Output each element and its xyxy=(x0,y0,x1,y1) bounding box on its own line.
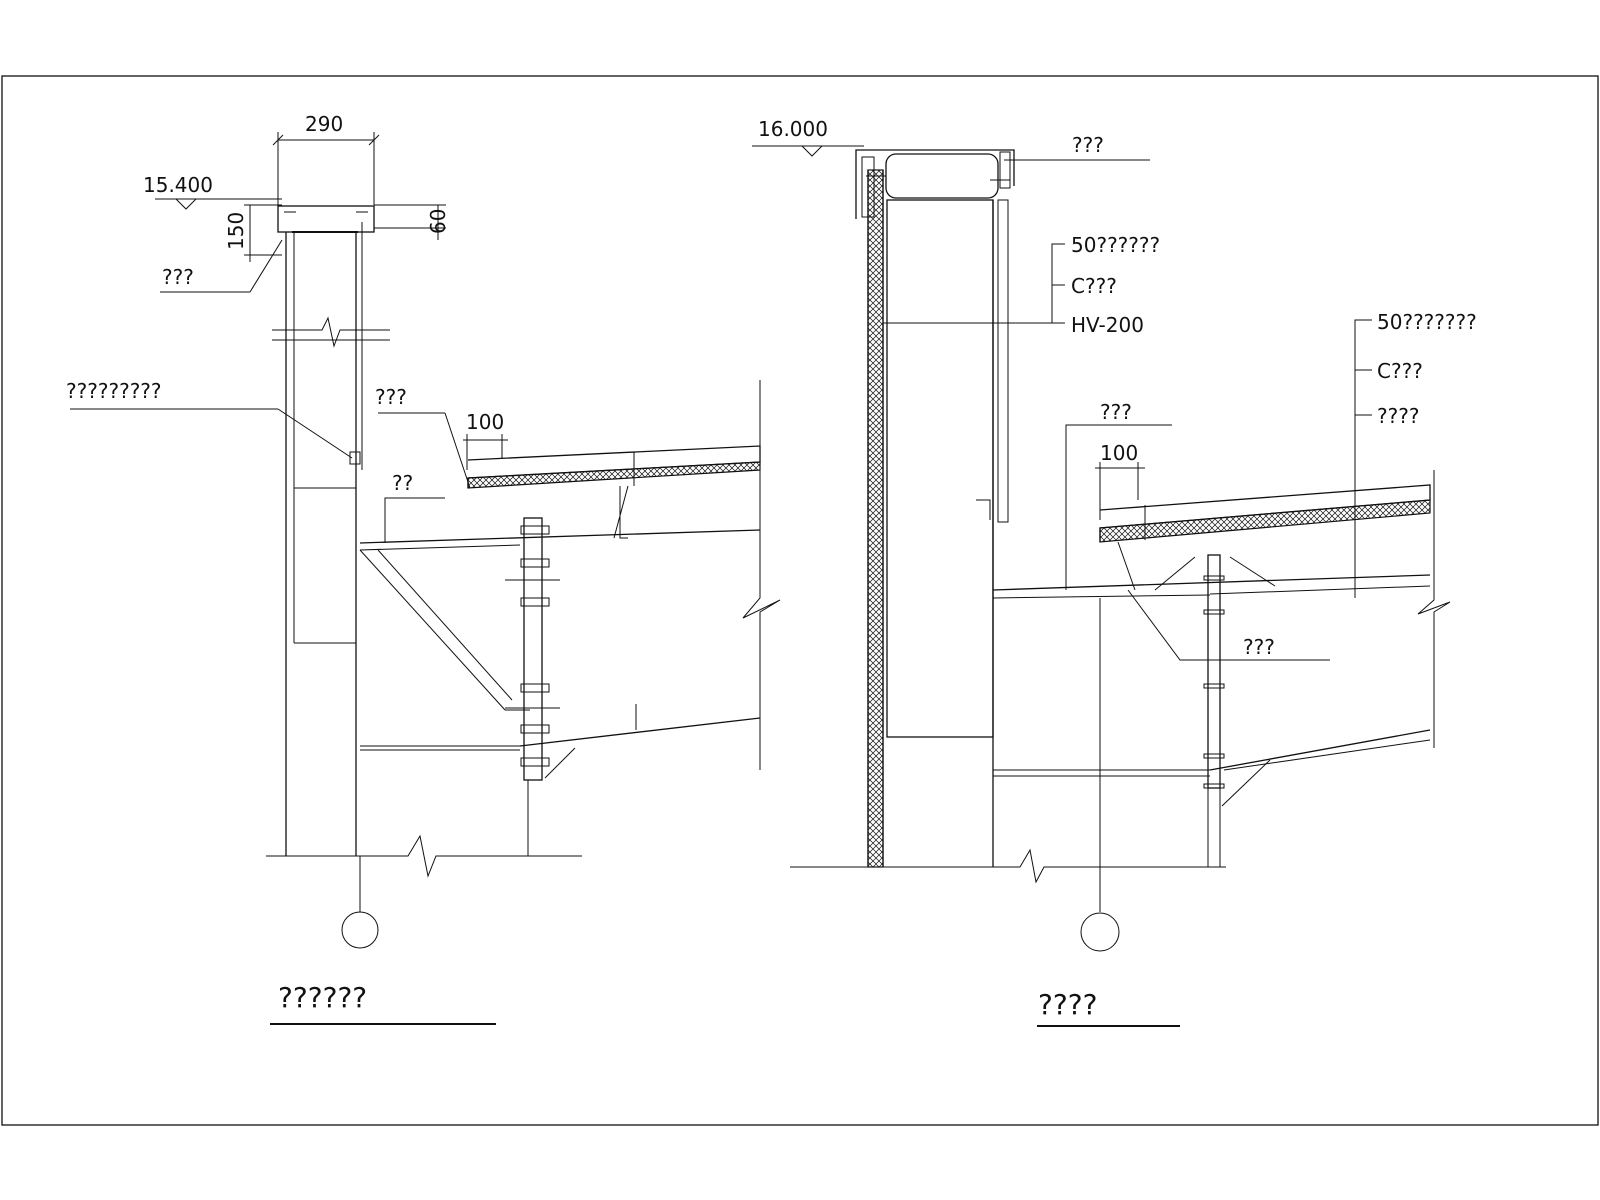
dimension-60: 60 xyxy=(374,204,450,240)
parapet-cap-left xyxy=(277,205,375,233)
right-gutter-label: ??? xyxy=(1100,400,1132,424)
roof-layer-1: 50??????? xyxy=(1377,310,1477,334)
dim-290-text: 290 xyxy=(305,112,343,136)
elevation-marker-right: 16.000 xyxy=(752,117,864,157)
grid-axis-bubble-right xyxy=(1080,912,1120,952)
elevation-right-text: 16.000 xyxy=(758,117,828,141)
roof-panel-left xyxy=(467,445,761,539)
dimension-100-right: 100 xyxy=(1095,441,1145,520)
roof-layer-3: ???? xyxy=(1377,404,1419,428)
left-long-label: ????????? xyxy=(66,379,162,403)
parapet-column-left xyxy=(272,222,390,856)
dim-60-text: 60 xyxy=(426,209,450,234)
sheet-border xyxy=(1,75,1599,1126)
right-detail: 16.000 ??? xyxy=(752,117,1477,1027)
rafter-beam-left xyxy=(359,529,761,779)
elevation-marker-left: 15.400 xyxy=(143,173,282,210)
dimension-290: 290 xyxy=(272,112,380,205)
roof-layer-2: C??? xyxy=(1377,359,1423,383)
dim-100-right-text: 100 xyxy=(1100,441,1138,465)
left-cap-label: ??? xyxy=(162,265,194,289)
end-plate-right xyxy=(1203,554,1225,867)
dim-150-text: 150 xyxy=(224,212,248,250)
bolts-left xyxy=(520,525,550,767)
wall-layer-labels: 50?????? C??? HV-200 xyxy=(883,233,1160,337)
wall-layer-3: HV-200 xyxy=(1071,313,1144,337)
dimension-150: 150 xyxy=(224,204,282,262)
right-top-label: ??? xyxy=(1072,133,1104,157)
parapet-column-right xyxy=(886,199,1009,867)
roof-panel-right xyxy=(1099,484,1431,591)
dimension-100-left: 100 xyxy=(463,410,508,470)
left-detail-title: ?????? xyxy=(278,981,367,1014)
right-detail-title: ???? xyxy=(1038,988,1097,1021)
left-gutter-label: ??? xyxy=(375,385,407,409)
wall-layer-1: 50?????? xyxy=(1071,233,1160,257)
rafter-beam-right xyxy=(992,556,1431,912)
end-plate-left xyxy=(505,517,560,856)
dim-100-left-text: 100 xyxy=(466,410,504,434)
elevation-left-text: 15.400 xyxy=(143,173,213,197)
roof-layer-labels: 50??????? C??? ???? xyxy=(1354,310,1477,598)
wall-panel-right xyxy=(867,169,884,868)
wall-layer-2: C??? xyxy=(1071,274,1117,298)
left-detail: 290 15.400 150 60 xyxy=(66,112,781,1025)
grid-axis-bubble-left xyxy=(341,911,379,949)
left-short-label: ?? xyxy=(392,471,413,495)
right-bracket-label: ??? xyxy=(1243,635,1275,659)
bolts-right xyxy=(1203,575,1225,789)
